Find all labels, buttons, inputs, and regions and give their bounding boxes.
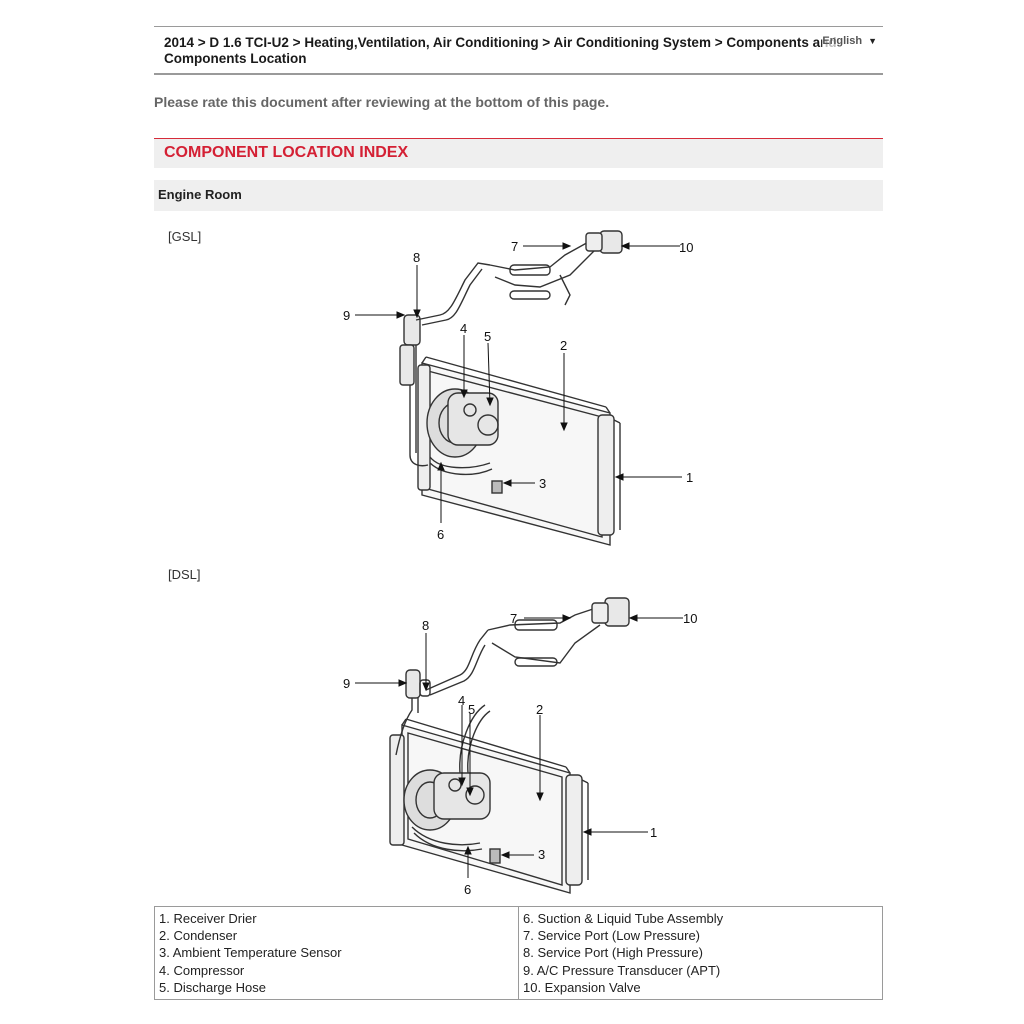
- legend-column-right: 6. Suction & Liquid Tube Assembly 7. Ser…: [518, 905, 883, 1001]
- callout-10: 10: [683, 611, 697, 626]
- legend-item: 7. Service Port (Low Pressure): [523, 928, 701, 944]
- table-row: 1. Receiver Drier 2. Condenser 3. Ambien…: [154, 905, 883, 1001]
- legend-item: 10. Expansion Valve: [523, 979, 641, 995]
- callout-1: 1: [650, 825, 657, 840]
- rate-note: Please rate this document after reviewin…: [154, 94, 610, 110]
- section-title: COMPONENT LOCATION INDEX: [154, 138, 883, 168]
- breadcrumb: 2014 > D 1.6 TCI-U2 > Heating,Ventilatio…: [164, 35, 837, 66]
- legend-item: 4. Compressor: [159, 962, 245, 978]
- gsl-diagram: 7 10 8 9 4 5 2 1 3 6: [343, 230, 693, 546]
- legend-item: 9. A/C Pressure Transducer (APT): [523, 962, 721, 978]
- legend-item: 8. Service Port (High Pressure): [523, 945, 703, 961]
- callout-3: 3: [538, 847, 545, 862]
- callout-3: 3: [539, 476, 546, 491]
- callout-6: 6: [437, 527, 444, 542]
- subsection-title: Engine Room: [154, 180, 883, 211]
- callout-4: 4: [460, 321, 467, 336]
- chevron-down-icon: ▼: [868, 36, 877, 46]
- callout-9: 9: [343, 308, 350, 323]
- callout-7: 7: [511, 239, 518, 254]
- diagram-label-dsl: [DSL]: [168, 567, 201, 582]
- callout-7: 7: [510, 611, 517, 626]
- legend-item: 5. Discharge Hose: [159, 979, 266, 995]
- diagram-label-gsl: [GSL]: [168, 229, 202, 244]
- callout-5: 5: [468, 702, 475, 717]
- callout-6: 6: [464, 882, 471, 897]
- legend-item: 1. Receiver Drier: [159, 911, 257, 926]
- breadcrumb-bar: 2014 > D 1.6 TCI-U2 > Heating,Ventilatio…: [154, 26, 883, 75]
- legend-item: 2. Condenser: [159, 928, 238, 944]
- language-select[interactable]: English ▼: [822, 35, 877, 47]
- callout-2: 2: [560, 338, 567, 353]
- legend-column-left: 1. Receiver Drier 2. Condenser 3. Ambien…: [154, 905, 519, 1001]
- callout-2: 2: [536, 702, 543, 717]
- callout-4: 4: [458, 693, 465, 708]
- callout-1: 1: [686, 470, 693, 485]
- callout-8: 8: [413, 250, 420, 265]
- component-legend-table: 1. Receiver Drier 2. Condenser 3. Ambien…: [154, 905, 883, 1001]
- legend-item: 3. Ambient Temperature Sensor: [159, 945, 342, 961]
- legend-item: 6. Suction & Liquid Tube Assembly: [523, 911, 724, 926]
- callout-8: 8: [422, 618, 429, 633]
- dsl-diagram: 7 10 8 9 4 5 2 1 3 6: [343, 597, 697, 897]
- callout-9: 9: [343, 676, 350, 691]
- language-select-value: English: [822, 35, 863, 47]
- callout-5: 5: [484, 329, 491, 344]
- callout-10: 10: [679, 240, 693, 255]
